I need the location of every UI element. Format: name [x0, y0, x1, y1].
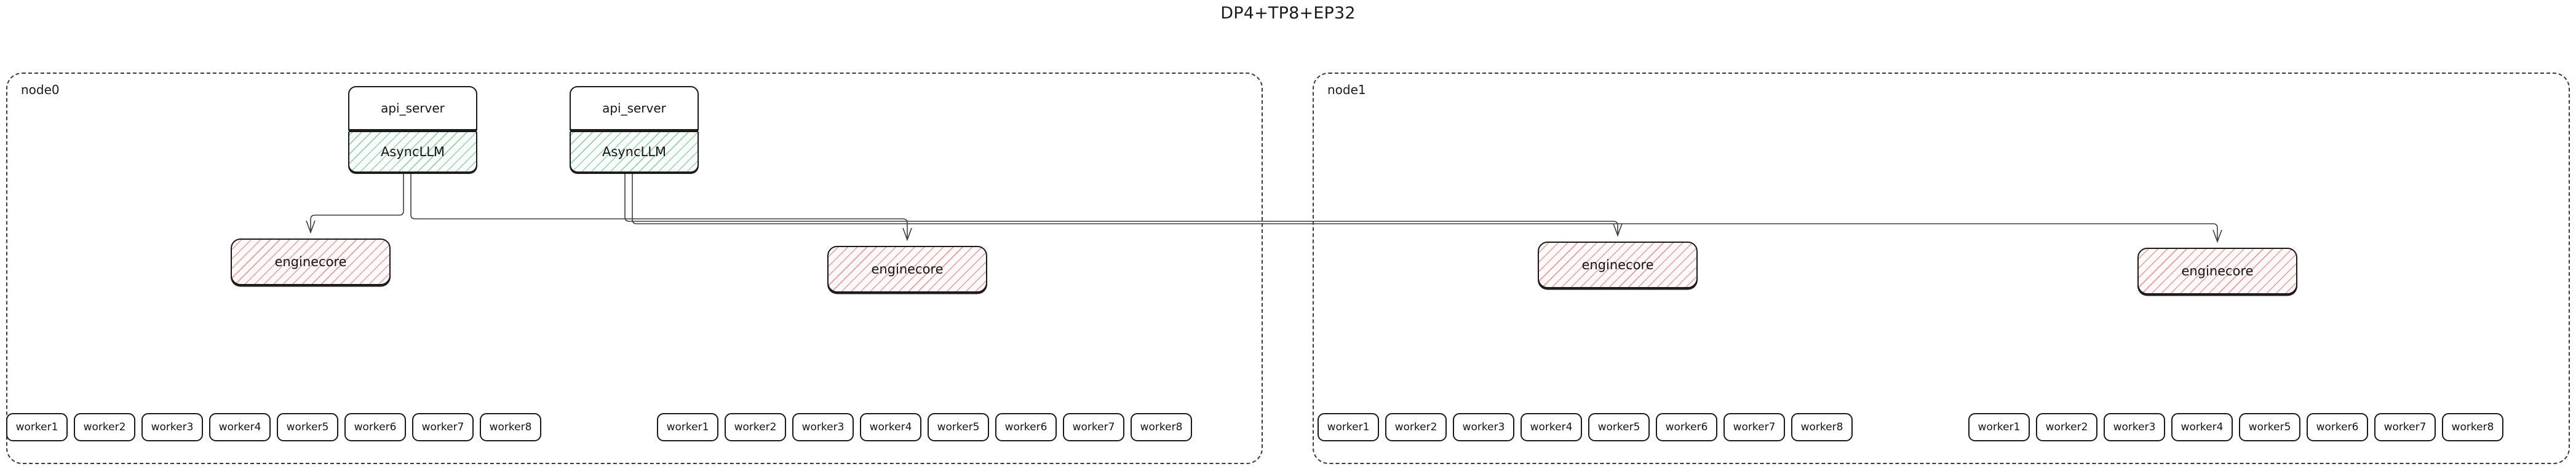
api-server-node0-0[interactable]: api_server: [348, 86, 477, 130]
worker-node1-g0-7-label: worker7: [1733, 421, 1776, 433]
asyncllm-node0-0[interactable]: AsyncLLM: [348, 131, 477, 173]
worker-node0-g0-7-label: worker7: [421, 421, 464, 433]
worker-node0-g1-7[interactable]: worker7: [1063, 413, 1124, 441]
enginecore-node1-1[interactable]: enginecore: [2137, 248, 2297, 294]
worker-node1-g1-6-label: worker6: [2316, 421, 2359, 433]
worker-node0-g1-4-label: worker4: [869, 421, 912, 433]
worker-node0-g0-3-label: worker3: [151, 421, 194, 433]
api-server-node0-1-label: api_server: [602, 101, 666, 116]
worker-node0-g0-3[interactable]: worker3: [141, 413, 203, 441]
worker-node1-g1-4-label: worker4: [2180, 421, 2224, 433]
worker-node1-g0-5-label: worker5: [1597, 421, 1640, 433]
worker-node0-g0-7[interactable]: worker7: [412, 413, 474, 441]
worker-node0-g0-4-label: worker4: [218, 421, 261, 433]
api-server-node0-0-label: api_server: [381, 101, 445, 116]
worker-node1-g0-1-label: worker1: [1327, 421, 1370, 433]
worker-node0-g1-3-label: worker3: [801, 421, 845, 433]
worker-node1-g0-4[interactable]: worker4: [1521, 413, 1582, 441]
worker-node1-g1-2-label: worker2: [2045, 421, 2088, 433]
worker-node1-g1-5-label: worker5: [2248, 421, 2291, 433]
cluster-node0: [6, 73, 1263, 464]
worker-node0-g1-5[interactable]: worker5: [928, 413, 989, 441]
worker-node1-g0-5[interactable]: worker5: [1588, 413, 1650, 441]
enginecore-node1-1-label: enginecore: [2181, 264, 2254, 278]
worker-node0-g1-4[interactable]: worker4: [860, 413, 921, 441]
worker-node1-g0-6[interactable]: worker6: [1656, 413, 1717, 441]
worker-node1-g1-7[interactable]: worker7: [2374, 413, 2436, 441]
cluster-label-node1: node1: [1327, 82, 1366, 97]
worker-node1-g1-8-label: worker8: [2451, 421, 2494, 433]
enginecore-node0-1-label: enginecore: [871, 262, 944, 277]
worker-node1-g0-3-label: worker3: [1462, 421, 1505, 433]
worker-node0-g1-8-label: worker8: [1140, 421, 1183, 433]
worker-node0-g1-2-label: worker2: [734, 421, 777, 433]
asyncllm-node0-1[interactable]: AsyncLLM: [570, 131, 699, 173]
worker-node1-g1-1-label: worker1: [1978, 421, 2021, 433]
worker-node0-g1-1[interactable]: worker1: [657, 413, 718, 441]
worker-node0-g1-1-label: worker1: [666, 421, 709, 433]
worker-node1-g0-2[interactable]: worker2: [1385, 413, 1447, 441]
worker-node0-g0-5[interactable]: worker5: [277, 413, 338, 441]
worker-node0-g1-6[interactable]: worker6: [995, 413, 1057, 441]
worker-node1-g1-2[interactable]: worker2: [2036, 413, 2097, 441]
worker-node0-g0-2-label: worker2: [83, 421, 126, 433]
worker-node1-g0-4-label: worker4: [1530, 421, 1573, 433]
worker-node0-g0-5-label: worker5: [286, 421, 329, 433]
worker-node1-g1-3[interactable]: worker3: [2104, 413, 2165, 441]
worker-node1-g0-8-label: worker8: [1800, 421, 1843, 433]
worker-node1-g0-1[interactable]: worker1: [1318, 413, 1379, 441]
worker-node0-g1-2[interactable]: worker2: [725, 413, 786, 441]
worker-node0-g0-2[interactable]: worker2: [74, 413, 135, 441]
enginecore-node1-0-label: enginecore: [1581, 258, 1654, 272]
enginecore-node0-0-label: enginecore: [274, 254, 347, 269]
worker-node1-g1-3-label: worker3: [2113, 421, 2156, 433]
worker-node0-g0-8[interactable]: worker8: [480, 413, 541, 441]
worker-node1-g1-6[interactable]: worker6: [2307, 413, 2368, 441]
worker-node1-g1-8[interactable]: worker8: [2442, 413, 2503, 441]
worker-node0-g0-1[interactable]: worker1: [6, 413, 68, 441]
worker-node0-g1-6-label: worker6: [1004, 421, 1047, 433]
worker-node0-g0-8-label: worker8: [489, 421, 532, 433]
worker-node1-g0-8[interactable]: worker8: [1791, 413, 1853, 441]
enginecore-node0-0[interactable]: enginecore: [231, 238, 391, 285]
worker-node1-g1-1[interactable]: worker1: [1968, 413, 2030, 441]
enginecore-node1-0[interactable]: enginecore: [1538, 242, 1698, 288]
worker-node1-g1-7-label: worker7: [2383, 421, 2427, 433]
page-title: DP4+TP8+EP32: [1220, 4, 1356, 23]
worker-node1-g0-6-label: worker6: [1665, 421, 1708, 433]
asyncllm-node0-1-label: AsyncLLM: [602, 144, 667, 159]
worker-node0-g0-1-label: worker1: [15, 421, 58, 433]
worker-node0-g1-7-label: worker7: [1072, 421, 1115, 433]
worker-node1-g0-2-label: worker2: [1394, 421, 1437, 433]
api-server-node0-1[interactable]: api_server: [570, 86, 699, 130]
worker-node0-g0-6[interactable]: worker6: [344, 413, 406, 441]
worker-node0-g1-5-label: worker5: [937, 421, 980, 433]
worker-node0-g0-6-label: worker6: [354, 421, 397, 433]
worker-node0-g1-3[interactable]: worker3: [792, 413, 854, 441]
worker-node1-g0-7[interactable]: worker7: [1723, 413, 1785, 441]
worker-node0-g1-8[interactable]: worker8: [1131, 413, 1192, 441]
worker-node1-g1-5[interactable]: worker5: [2239, 413, 2300, 441]
asyncllm-node0-0-label: AsyncLLM: [380, 144, 445, 159]
cluster-label-node0: node0: [21, 82, 60, 97]
worker-node0-g0-4[interactable]: worker4: [209, 413, 271, 441]
worker-node1-g0-3[interactable]: worker3: [1453, 413, 1514, 441]
enginecore-node0-1[interactable]: enginecore: [827, 246, 987, 293]
cluster-node1: [1313, 73, 2570, 464]
worker-node1-g1-4[interactable]: worker4: [2171, 413, 2233, 441]
